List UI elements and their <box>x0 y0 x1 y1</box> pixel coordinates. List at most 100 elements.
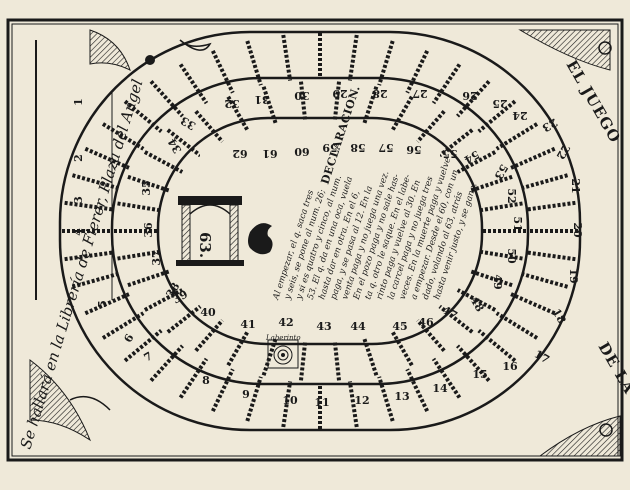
baluster <box>101 311 145 340</box>
square-number: 57 <box>378 141 393 154</box>
baluster <box>178 357 209 399</box>
baluster <box>261 86 278 124</box>
baluster <box>478 201 523 213</box>
square-number: 19 <box>567 268 580 283</box>
baluster <box>64 200 113 212</box>
baluster <box>520 271 569 289</box>
baluster <box>64 250 113 262</box>
baluster <box>510 146 556 170</box>
baluster <box>347 381 359 428</box>
baluster <box>495 311 539 340</box>
baluster <box>456 344 491 382</box>
baluster <box>149 80 184 118</box>
baluster <box>149 344 184 382</box>
baluster <box>438 128 474 158</box>
goal-number: 63. <box>196 232 214 258</box>
baluster <box>456 80 491 118</box>
baluster <box>431 357 462 399</box>
left-track-strip <box>35 40 113 300</box>
baluster <box>245 376 263 422</box>
square-number: 56 <box>406 143 422 156</box>
baluster <box>123 329 163 363</box>
baluster <box>470 174 513 193</box>
baluster <box>299 342 308 381</box>
baluster <box>478 249 523 261</box>
baluster <box>405 368 429 412</box>
baluster <box>261 338 278 376</box>
square-number: 1 <box>72 98 85 106</box>
square-number: 44 <box>350 320 366 333</box>
baluster <box>143 288 184 312</box>
baluster <box>299 81 308 120</box>
baluster <box>377 40 395 86</box>
baluster <box>362 338 379 376</box>
baluster <box>226 330 250 367</box>
square-number: 21 <box>569 178 582 193</box>
square-number: 4 <box>72 228 85 236</box>
square-number: 8 <box>202 374 210 387</box>
square-number: 14 <box>432 382 448 395</box>
baluster <box>194 109 224 143</box>
goose-icon <box>248 223 273 255</box>
square-number: 24 <box>512 109 528 122</box>
baluster <box>281 34 293 81</box>
square-number: 43 <box>316 320 331 333</box>
baluster <box>405 50 429 94</box>
baluster <box>510 292 556 316</box>
square-number: 35 <box>140 180 153 195</box>
labyrinth-icon: Laberinto <box>265 334 301 369</box>
square-number: 52 <box>505 188 518 203</box>
square-number: 60 <box>294 145 310 158</box>
baluster <box>194 319 224 353</box>
baluster <box>84 146 130 170</box>
baluster <box>245 40 263 86</box>
baluster <box>377 376 395 422</box>
square-number: 50 <box>505 248 518 264</box>
square-number: 9 <box>242 388 250 401</box>
board-border <box>6 18 624 462</box>
square-number: 36 <box>142 222 155 238</box>
square-number: 2 <box>72 154 85 162</box>
square-number: 31 <box>254 93 269 106</box>
square-number: 32 <box>224 97 239 110</box>
baluster <box>178 63 209 105</box>
corner-ornament-top-right <box>518 29 612 71</box>
square-number: 55 <box>442 147 457 160</box>
square-number: 3 <box>72 196 85 204</box>
square-number: 16 <box>502 360 518 373</box>
square-number: 25 <box>492 97 507 110</box>
baluster <box>431 63 462 105</box>
baluster <box>117 249 162 261</box>
square-number: 10 <box>282 394 298 407</box>
labyrinth-label: Laberinto <box>265 334 301 342</box>
baluster <box>117 201 162 213</box>
baluster <box>390 330 414 367</box>
baluster <box>166 128 202 158</box>
square-number: 40 <box>200 306 216 319</box>
corner-ornament-bottom-left <box>29 358 111 442</box>
square-number: 62 <box>232 147 247 160</box>
square-number: 42 <box>278 316 293 329</box>
square-number: 26 <box>462 89 478 102</box>
baluster <box>362 86 379 124</box>
square-number: 12 <box>354 394 369 407</box>
square-number: 49 <box>491 274 504 289</box>
square-number: 13 <box>394 390 409 403</box>
inner-columns <box>114 81 526 381</box>
baluster <box>71 271 120 289</box>
baluster <box>527 200 576 212</box>
square-number: 37 <box>150 250 163 265</box>
baluster <box>332 342 341 381</box>
baluster <box>416 319 446 353</box>
baluster <box>71 173 120 191</box>
baluster <box>211 368 235 412</box>
square-number: 29 <box>332 87 347 100</box>
square-number: 45 <box>392 320 407 333</box>
square-number: 28 <box>372 87 388 100</box>
square-number: 5 <box>96 300 109 308</box>
square-number: 41 <box>240 318 255 331</box>
baluster <box>211 50 235 94</box>
baluster <box>281 381 293 428</box>
square-number: 58 <box>350 141 366 154</box>
